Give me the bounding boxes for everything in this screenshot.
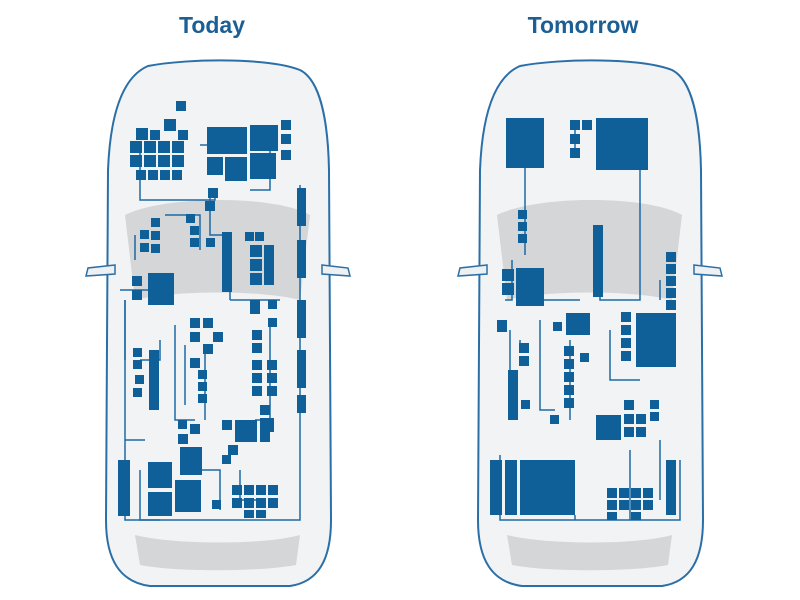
domain-controllers-tomorrow — [490, 118, 676, 520]
title-tomorrow: Tomorrow — [527, 12, 639, 38]
title-today: Today — [178, 12, 246, 38]
ecu-modules-today — [118, 101, 306, 518]
